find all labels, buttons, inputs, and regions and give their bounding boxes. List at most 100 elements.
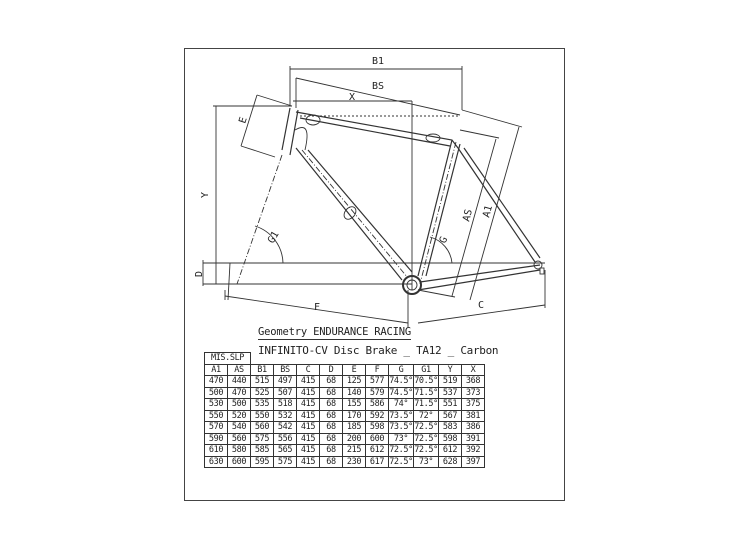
label-g1: G1 [266,230,282,246]
cell: 590 [204,432,228,445]
cell: 230 [342,455,366,468]
seat-tube [417,139,461,277]
head-tube [281,107,299,156]
cell: 72.5° [413,421,439,434]
cell: 68 [319,421,343,434]
column-header: G1 [413,363,439,376]
geometry-table: MIS.SLP A1 AS B1 BS C D E F G G1 Y X 470… [204,352,485,468]
cell: 610 [204,444,228,457]
cell: 74.5° [388,386,414,399]
cell: 381 [461,409,485,422]
column-header: G [388,363,414,376]
cell: 500 [227,398,251,411]
column-header: C [296,363,320,376]
label-y: Y [200,192,211,198]
cell: 532 [273,409,297,422]
cell: 470 [204,375,228,388]
label-b1: B1 [372,56,384,67]
cell: 74° [388,398,414,411]
label-g: G [438,235,451,245]
column-header: BS [273,363,297,376]
cell: 575 [273,455,297,468]
cell: 583 [438,421,462,434]
cell: 628 [438,455,462,468]
cell: 525 [250,386,274,399]
cell: 155 [342,398,366,411]
cell: 577 [365,375,389,388]
cell: 579 [365,386,389,399]
cell: 185 [342,421,366,434]
cell: 600 [227,455,251,468]
cell: 580 [227,444,251,457]
cell: 600 [365,432,389,445]
cell: 73° [388,432,414,445]
cell: 68 [319,375,343,388]
cell: 415 [296,444,320,457]
cell: 518 [273,398,297,411]
cell: 373 [461,386,485,399]
cell: 598 [365,421,389,434]
label-f: F [314,302,320,313]
cell: 68 [319,386,343,399]
label-a1: A1 [481,204,495,218]
geometry-title: Geometry ENDURANCE RACING [258,326,412,340]
cell: 68 [319,409,343,422]
cell: 540 [227,421,251,434]
cell: 542 [273,421,297,434]
chain-stay [417,264,541,291]
column-header: B1 [250,363,274,376]
cell: 507 [273,386,297,399]
column-header: E [342,363,366,376]
cell: 415 [296,455,320,468]
cell: 72° [413,409,439,422]
cell: 560 [227,432,251,445]
column-header: AS [227,363,251,376]
cell: 391 [461,432,485,445]
cell: 70.5° [413,375,439,388]
cell: 392 [461,444,485,457]
cell: 530 [204,398,228,411]
cell: 551 [438,398,462,411]
column-header: F [365,363,389,376]
seat-stay [457,147,541,263]
cell: 71.5° [413,386,439,399]
cell: 140 [342,386,366,399]
column-header: D [319,363,343,376]
cell: 71.5° [413,398,439,411]
cell: 125 [342,375,366,388]
cell: 72.5° [388,455,414,468]
cell: 415 [296,421,320,434]
cell: 72.5° [388,444,414,457]
cell: 630 [204,455,228,468]
cell: 612 [438,444,462,457]
table-group-header-row: MIS.SLP [204,352,485,365]
cell: 535 [250,398,274,411]
cell: 386 [461,421,485,434]
cell: 415 [296,409,320,422]
cell: 440 [227,375,251,388]
cell: 612 [365,444,389,457]
cell: 68 [319,398,343,411]
cell: 565 [273,444,297,457]
cell: 375 [461,398,485,411]
cell: 415 [296,398,320,411]
cell: 415 [296,432,320,445]
cell: 397 [461,455,485,468]
cell: 200 [342,432,366,445]
model-subtitle: INFINITO-CV Disc Brake _ TA12 _ Carbon [258,344,499,357]
label-c: C [478,300,484,311]
label-e: E [237,116,249,125]
cell: 586 [365,398,389,411]
cell: 550 [204,409,228,422]
label-as: AS [461,208,475,222]
column-header: Y [438,363,462,376]
dim-line-bs [295,77,461,116]
